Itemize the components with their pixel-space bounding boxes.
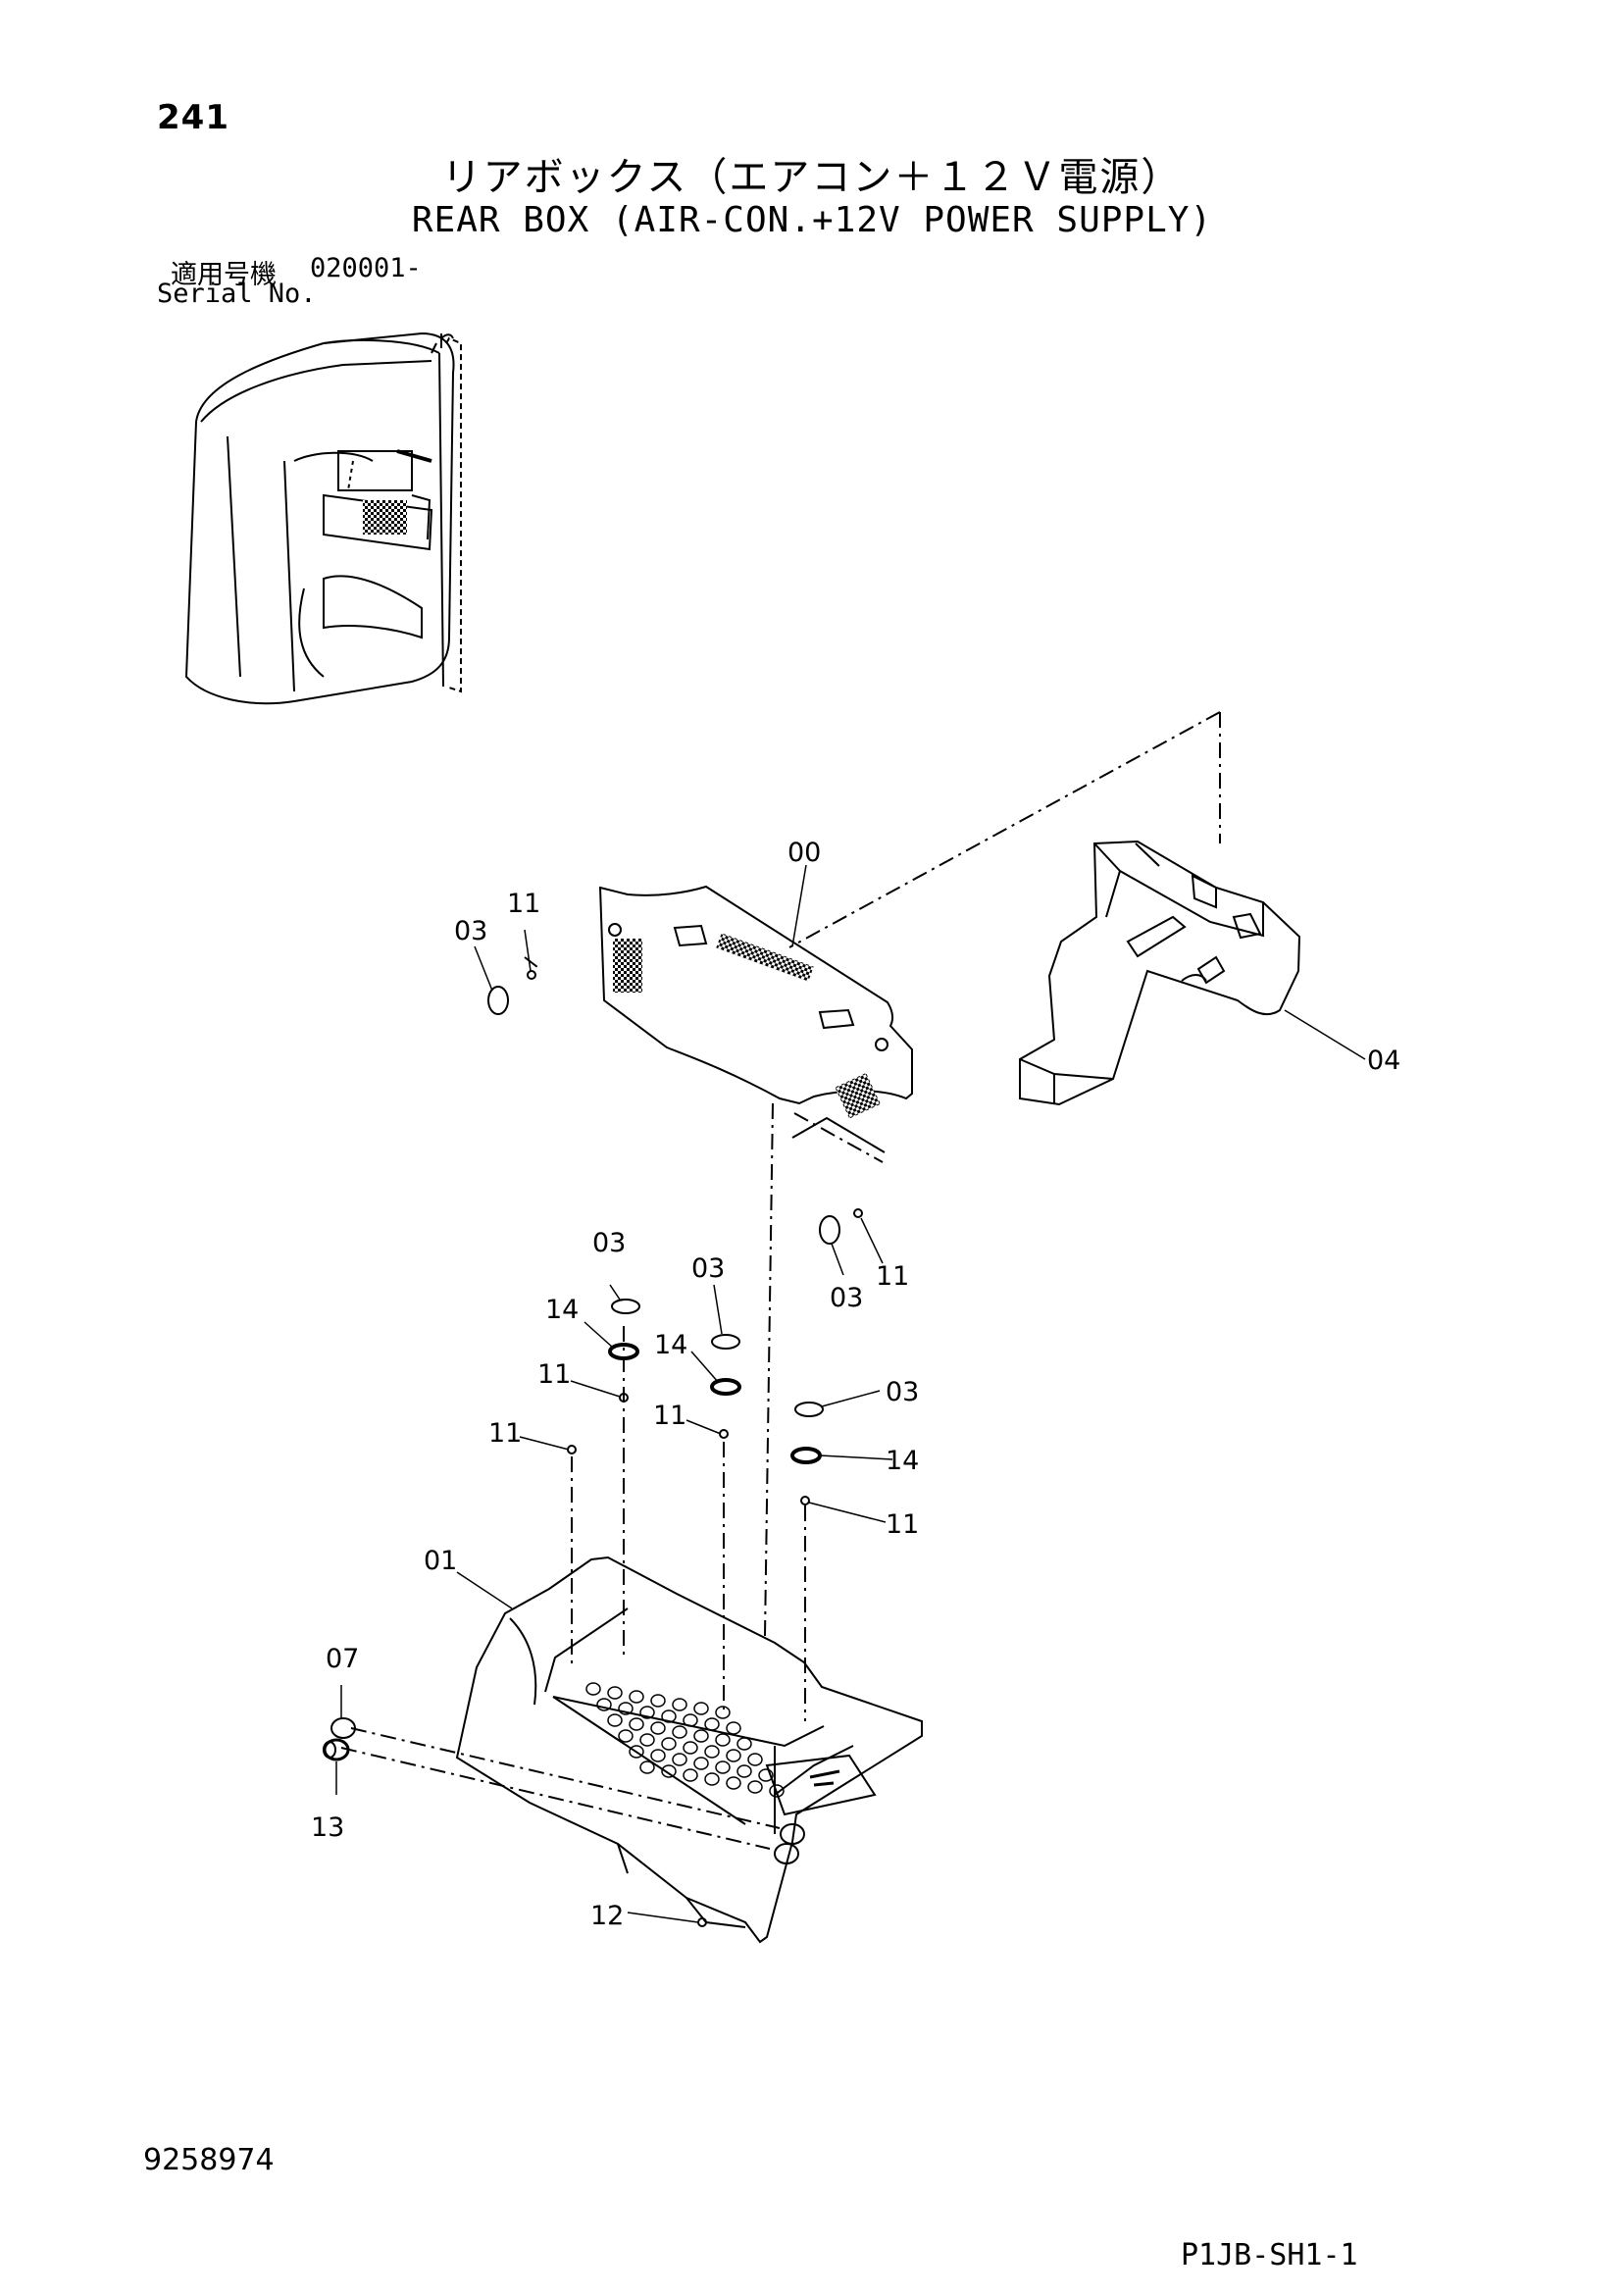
callout-11-f: 11 <box>886 1509 919 1540</box>
perforation-hole <box>672 1698 687 1711</box>
callout-11-e: 11 <box>488 1418 522 1449</box>
perforation-hole <box>704 1745 720 1759</box>
part-04-bracket <box>1019 840 1301 1106</box>
callout-07: 07 <box>326 1644 359 1674</box>
cab-overview-drawing <box>184 332 462 705</box>
callout-00: 00 <box>787 838 821 868</box>
perforation-hole <box>639 1733 655 1747</box>
callout-03-b: 03 <box>592 1228 626 1258</box>
perforation-hole <box>618 1729 634 1743</box>
callout-14-b: 14 <box>654 1330 687 1360</box>
callout-13: 13 <box>311 1812 344 1843</box>
assembly-lines <box>340 711 1221 1850</box>
perforation-hole <box>704 1772 720 1786</box>
parts-07-13-connectors <box>323 1717 805 1864</box>
perforation-hole <box>661 1709 677 1723</box>
leader-lines <box>335 864 1366 1923</box>
perforation-hole <box>726 1776 741 1790</box>
callout-11-d: 11 <box>653 1401 686 1431</box>
perforation-hole <box>672 1725 687 1739</box>
perforation-hole <box>715 1733 731 1747</box>
callout-labels: 00 11 03 04 03 03 11 03 14 14 11 03 11 1… <box>311 838 1400 1931</box>
perforation-hole <box>726 1721 741 1735</box>
serial-range: 020001- <box>310 253 422 283</box>
serial-label-english: Serial No. <box>157 279 317 309</box>
callout-01: 01 <box>424 1546 457 1576</box>
perforation-hole <box>618 1702 634 1715</box>
perforation-hole <box>683 1741 698 1755</box>
perforation-hole <box>650 1749 666 1762</box>
loose-fasteners <box>487 970 863 1927</box>
perforation-hole <box>607 1686 623 1700</box>
callout-03-a: 03 <box>454 916 487 946</box>
perforation-hole <box>629 1717 644 1731</box>
perforation-hole <box>747 1780 763 1794</box>
part-01-lower-box <box>455 1556 923 1944</box>
drawing-code: P1JB-SH1-1 <box>1181 2238 1358 2272</box>
cap-03-b <box>819 1215 840 1245</box>
cap-03-a <box>487 986 509 1015</box>
perforation-hole <box>736 1737 752 1751</box>
perforation-hole <box>650 1694 666 1708</box>
perforation-hole <box>607 1713 623 1727</box>
perforation-hole <box>650 1721 666 1735</box>
callout-03-d: 03 <box>830 1283 863 1313</box>
callout-11-c: 11 <box>537 1359 571 1390</box>
callout-03-c: 03 <box>691 1253 725 1284</box>
callout-11-b: 11 <box>876 1261 909 1292</box>
perforation-hole <box>693 1702 709 1715</box>
serial-label-japanese: 適用号機 <box>171 260 277 290</box>
callout-14-c: 14 <box>886 1446 919 1476</box>
perforation-hole <box>726 1749 741 1762</box>
perforation-hole <box>704 1717 720 1731</box>
page-number: 241 <box>157 98 229 137</box>
perforation-hole <box>661 1737 677 1751</box>
perforation-hole <box>736 1764 752 1778</box>
title-english: REAR BOX (AIR-CON.+12V POWER SUPPLY) <box>411 200 1213 240</box>
perforation-hole <box>715 1706 731 1719</box>
perforation-hole <box>639 1706 655 1719</box>
perforation-hole <box>715 1760 731 1774</box>
perforated-holes <box>585 1682 785 1798</box>
perforation-hole <box>661 1764 677 1778</box>
callout-03-e: 03 <box>886 1377 919 1407</box>
title-japanese: リアボックス（エアコン＋１２Ｖ電源） <box>441 155 1183 200</box>
callout-04: 04 <box>1367 1046 1400 1076</box>
perforation-hole <box>683 1713 698 1727</box>
perforation-hole <box>629 1745 644 1759</box>
callout-11-a: 11 <box>507 889 540 919</box>
part-00-upper-panel <box>598 885 913 1153</box>
perforation-hole <box>639 1760 655 1774</box>
perforation-hole <box>769 1784 785 1798</box>
perforation-hole <box>672 1753 687 1766</box>
perforation-hole <box>693 1729 709 1743</box>
perforation-hole <box>747 1753 763 1766</box>
perforation-hole <box>758 1768 774 1782</box>
callout-12: 12 <box>590 1901 624 1931</box>
perforation-hole <box>596 1698 612 1711</box>
perforation-hole <box>585 1682 601 1696</box>
perforation-hole <box>629 1690 644 1704</box>
perforation-hole <box>693 1757 709 1770</box>
callout-14-a: 14 <box>545 1295 579 1325</box>
document-number: 9258974 <box>143 2143 275 2177</box>
perforation-hole <box>683 1768 698 1782</box>
